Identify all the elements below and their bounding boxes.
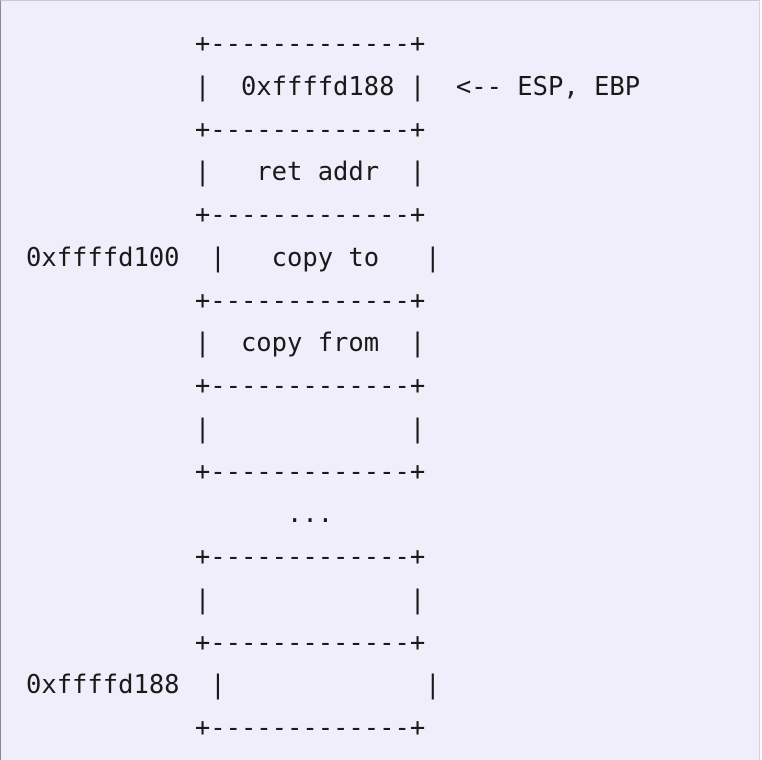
diagram-line: +-------------+ [26, 194, 640, 237]
address-label [26, 115, 195, 145]
diagram-line: 0xffffd100 | copy to | [26, 237, 640, 280]
address-label [26, 713, 195, 743]
stack-border: +-------------+ [194, 285, 426, 316]
stack-border: +-------------+ [194, 456, 426, 487]
diagram-line: | | [26, 408, 640, 451]
address-label [26, 585, 195, 615]
diagram-line: +-------------+ [26, 622, 640, 665]
address-label [26, 628, 195, 658]
stack-ellipsis: ... [194, 499, 426, 530]
stack-cell-saved-ebp: | 0xffffd188 | [194, 71, 426, 102]
stack-cell-empty: | | [194, 413, 426, 444]
diagram-line: | ret addr | [26, 151, 640, 194]
diagram-line: | | [26, 579, 640, 622]
diagram-line: +-------------+ [26, 280, 640, 323]
diagram-line: ... [26, 493, 640, 536]
stack-cell-empty: | | [210, 670, 441, 701]
address-label [26, 157, 195, 187]
address-label [26, 542, 195, 572]
address-label [26, 328, 195, 358]
pointer-note: <-- ESP, EBP [425, 71, 641, 102]
diagram-line: +-------------+ [26, 23, 640, 66]
diagram-line: 0xffffd188 | | [26, 664, 640, 707]
address-label [26, 371, 195, 401]
stack-cell-ret-addr: | ret addr | [194, 157, 426, 188]
address-label [26, 286, 195, 316]
diagram-line: | copy from | [26, 322, 640, 365]
stack-cell-copy-to: | copy to | [210, 242, 441, 273]
stack-diagram: +-------------+ | 0xffffd188 | <-- ESP, … [26, 23, 640, 750]
diagram-line: | 0xffffd188 | <-- ESP, EBP [26, 66, 640, 109]
stack-border: +-------------+ [194, 114, 426, 145]
address-label: 0xffffd188 [26, 670, 211, 701]
stack-border: +-------------+ [194, 29, 426, 59]
diagram-line: +-------------+ [26, 536, 640, 579]
address-label [26, 29, 195, 59]
address-label [26, 457, 195, 487]
stack-cell-copy-from: | copy from | [194, 328, 426, 359]
address-label: 0xffffd100 [26, 242, 211, 273]
stack-cell-empty: | | [194, 584, 426, 615]
stack-border: +-------------+ [194, 200, 426, 230]
stack-border: +-------------+ [194, 371, 426, 401]
stack-border: +-------------+ [194, 627, 426, 658]
stack-border: +-------------+ [194, 542, 426, 572]
address-label [26, 200, 195, 230]
diagram-line: +-------------+ [26, 109, 640, 152]
diagram-line: +-------------+ [26, 451, 640, 494]
diagram-line: +-------------+ [26, 365, 640, 408]
diagram-line: +-------------+ [26, 707, 640, 750]
address-label [26, 72, 195, 102]
address-label [26, 414, 195, 444]
stack-border: +-------------+ [194, 713, 426, 743]
address-label [26, 499, 195, 529]
